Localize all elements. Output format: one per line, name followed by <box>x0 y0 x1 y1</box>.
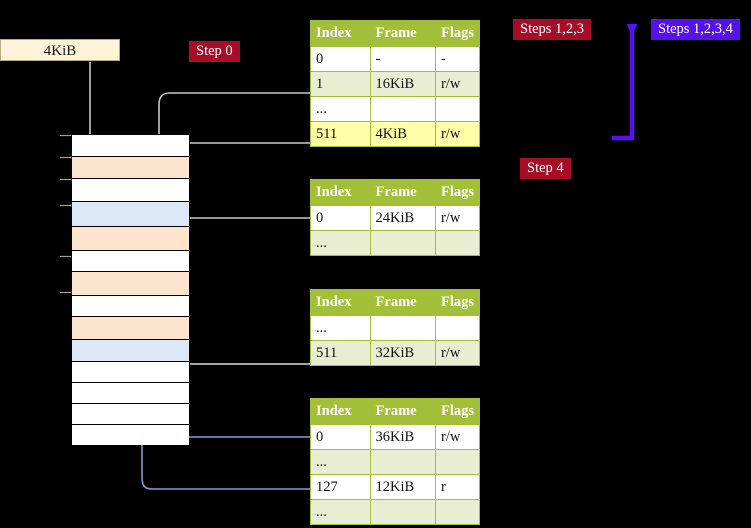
table-cell: ... <box>310 96 371 122</box>
memory-tick-marks <box>60 134 71 294</box>
memory-frame-row <box>72 227 189 251</box>
table-cell: - <box>369 46 436 72</box>
column-header-index: Index <box>310 179 371 206</box>
table-cell: 511 <box>310 340 371 366</box>
table-cell: 0 <box>310 205 371 231</box>
column-header-frame: Frame <box>369 179 436 206</box>
memory-frame-row <box>72 296 189 317</box>
table-row: ... <box>310 96 481 122</box>
memory-frame-row <box>72 251 189 272</box>
table-cell: r/w <box>434 71 481 97</box>
table-cell: 127 <box>310 474 371 500</box>
table-cell: - <box>434 46 481 72</box>
table-cell: 36KiB <box>369 424 436 450</box>
connector-pd-511-to-frame <box>171 301 311 365</box>
memory-frame-row <box>72 383 189 404</box>
table-cell: ... <box>310 449 371 475</box>
table-cell <box>369 230 436 256</box>
table-cell <box>434 96 481 122</box>
table-cell: 4KiB <box>369 121 436 147</box>
column-header-index: Index <box>310 398 371 425</box>
table-cell: r/w <box>434 424 481 450</box>
table-cell <box>369 449 436 475</box>
table-row: ... <box>310 499 481 525</box>
steps-1234-arrow <box>612 24 638 141</box>
table-cell: ... <box>310 315 371 341</box>
table-cell: 0 <box>310 424 371 450</box>
table-row: ... <box>310 449 481 475</box>
table-row: ... <box>310 230 481 256</box>
table-cell <box>434 230 481 256</box>
badge-step-4: Step 4 <box>520 158 571 179</box>
table-cell <box>369 315 436 341</box>
column-header-frame: Frame <box>369 289 436 316</box>
memory-frame-row <box>72 362 189 383</box>
column-header-index: Index <box>310 289 371 316</box>
table-cell: ... <box>310 499 371 525</box>
memory-frame-row <box>72 317 189 340</box>
column-header-index: Index <box>310 20 371 47</box>
badge-step-0: Step 0 <box>189 41 240 62</box>
table-cell: 1 <box>310 71 371 97</box>
column-header-flags: Flags <box>434 20 481 47</box>
table-cell: 24KiB <box>369 205 436 231</box>
memory-frame-row <box>72 340 189 362</box>
memory-frame-row <box>72 425 189 445</box>
table-cell: r/w <box>434 121 481 147</box>
size-label-4kib: 4KiB <box>0 39 120 61</box>
column-header-frame: Frame <box>369 398 436 425</box>
table-cell: 32KiB <box>369 340 436 366</box>
memory-frame-row <box>72 272 189 296</box>
memory-frame-row <box>72 179 189 202</box>
table-cell: 16KiB <box>369 71 436 97</box>
table-cell <box>434 449 481 475</box>
table-cell <box>434 315 481 341</box>
badge-steps-1234: Steps 1,2,3,4 <box>651 19 740 40</box>
memory-frame-row <box>72 157 189 179</box>
table-cell: r/w <box>434 205 481 231</box>
table-row: ... <box>310 315 481 341</box>
table-cell: r/w <box>434 340 481 366</box>
table-cell: ... <box>310 230 371 256</box>
table-cell <box>369 96 436 122</box>
table-cell <box>434 499 481 525</box>
column-header-flags: Flags <box>434 398 481 425</box>
physical-memory-column <box>71 134 190 445</box>
memory-frame-row <box>72 404 189 425</box>
column-header-frame: Frame <box>369 20 436 47</box>
memory-frame-row <box>72 135 189 157</box>
table-cell: 0 <box>310 46 371 72</box>
table-cell <box>369 499 436 525</box>
column-header-flags: Flags <box>434 179 481 206</box>
table-cell: 511 <box>310 121 371 147</box>
table-cell: r <box>434 474 481 500</box>
badge-steps-123: Steps 1,2,3 <box>513 19 592 40</box>
table-cell: 12KiB <box>369 474 436 500</box>
column-header-flags: Flags <box>434 289 481 316</box>
table-row: 0-- <box>310 46 481 72</box>
memory-frame-row <box>72 202 189 227</box>
